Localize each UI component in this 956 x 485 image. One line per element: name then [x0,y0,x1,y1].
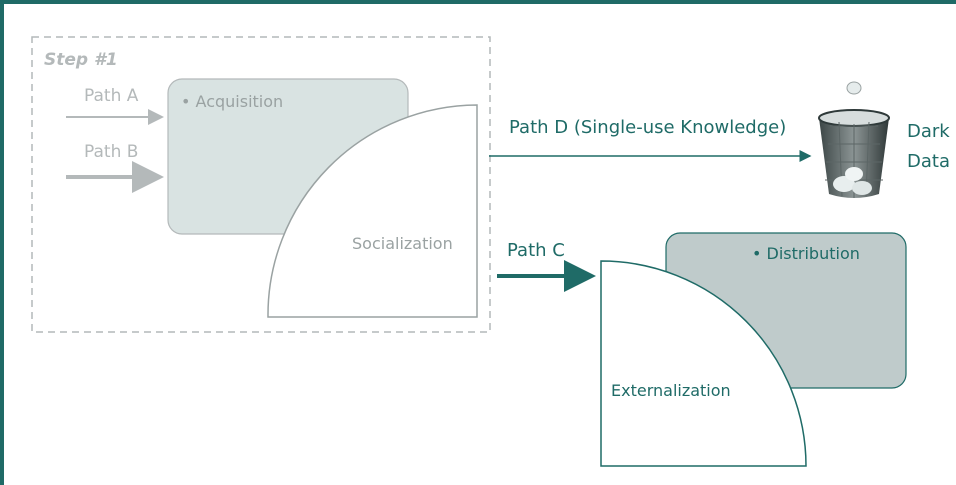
step-title: Step #1 [44,50,118,70]
path-a-label: Path A [84,86,139,106]
distribution-label: • Distribution [752,244,860,263]
diagram-svg: Step #1 Path A Path B • Acquisition Soci… [31,36,950,467]
dark-data-line1: Dark [907,121,950,142]
externalization-shape [600,260,807,467]
acquisition-label: • Acquisition [181,92,283,111]
step-frame [31,36,491,333]
socialization-label: Socialization [352,234,453,253]
dark-data-line2: Data [907,151,950,172]
path-b-label: Path B [84,142,138,162]
trash-bin-icon [818,81,890,198]
path-d-label: Path D (Single-use Knowledge) [509,117,786,138]
externalization-label: Externalization [611,381,731,400]
path-c-label: Path C [507,240,565,261]
socialization-shape [267,104,478,318]
